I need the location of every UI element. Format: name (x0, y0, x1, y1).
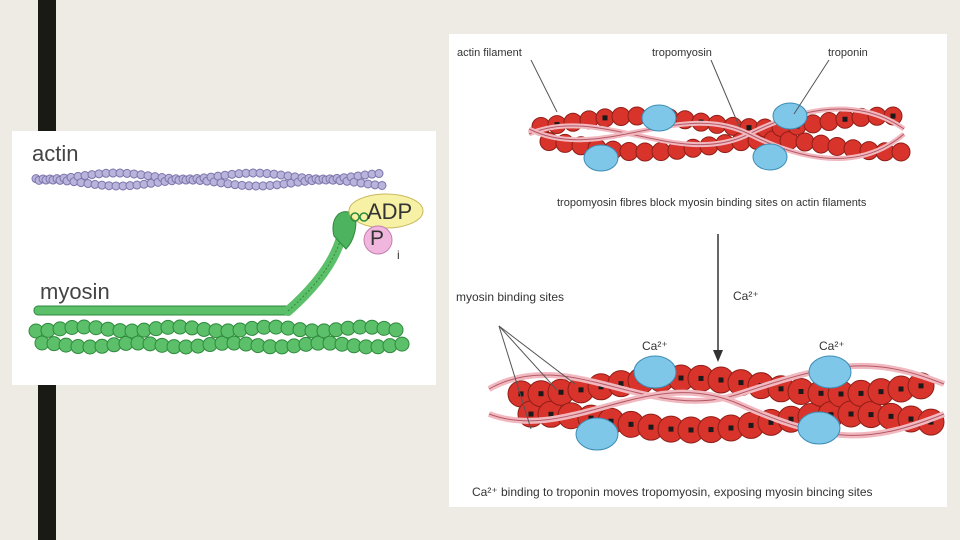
phosphate-subscript: i (397, 248, 400, 262)
binding-site-mark (768, 419, 774, 425)
actin-monomer (827, 136, 847, 156)
pointer-binding-site-1 (498, 325, 558, 391)
actin-monomer (651, 142, 671, 162)
actin-monomer (819, 112, 839, 132)
actin-filament (31, 168, 387, 191)
binding-site-mark (868, 412, 874, 418)
binding-site-mark (888, 413, 894, 419)
label-troponin: troponin (828, 47, 868, 59)
binding-site-mark (618, 381, 624, 387)
pointer-binding-site-3 (498, 325, 576, 385)
adp-label: ADP (367, 199, 413, 224)
binding-site-mark (678, 375, 684, 381)
actin-monomer (811, 134, 831, 154)
troponin-top-2 (772, 102, 808, 130)
ca-label-1: Ca²⁺ (642, 339, 668, 353)
binding-site-mark (918, 383, 924, 389)
binding-site-mark (528, 411, 534, 417)
troponin-top-3 (583, 144, 619, 172)
pointer-actin (530, 59, 558, 113)
binding-site-mark (746, 125, 752, 131)
label-myosin-binding-sites: myosin binding sites (456, 290, 565, 304)
binding-site-mark (748, 422, 754, 428)
actin-monomer (611, 107, 631, 127)
binding-site-mark (708, 427, 714, 433)
actin-monomer (795, 132, 815, 152)
pointer-tropomyosin (710, 59, 740, 127)
troponin-bottom-4 (797, 411, 841, 445)
troponin-bottom-2 (808, 355, 852, 389)
binding-site-mark (798, 388, 804, 394)
actin-myosin-diagram: actin myosin ADP P i (12, 131, 436, 385)
binding-site-mark (538, 391, 544, 397)
phosphate-label: P (370, 227, 385, 250)
troponin-top-4 (752, 143, 788, 171)
binding-site-mark (668, 426, 674, 432)
actin-bead (374, 169, 384, 179)
binding-site-mark (648, 424, 654, 430)
thin-filament-illustration (487, 59, 946, 451)
actin-monomer (891, 142, 911, 162)
myosin-bead (394, 336, 410, 352)
binding-site-mark (738, 380, 744, 386)
ca-label-2: Ca²⁺ (819, 339, 845, 353)
binding-site-mark (602, 115, 608, 121)
troponin-bottom-1 (633, 355, 677, 389)
phosphate-bubble (363, 225, 393, 255)
binding-site-mark (598, 384, 604, 390)
troponin-tropomyosin-diagram: actin filament tropomyosin troponin trop… (449, 34, 947, 507)
actin-myosin-illustration (28, 168, 424, 355)
arrow-ca-label: Ca²⁺ (733, 289, 759, 303)
top-caption: tropomyosin fibres block myosin binding … (557, 197, 867, 209)
binding-site-mark (548, 411, 554, 417)
actin-label: actin (32, 141, 79, 166)
pointer-binding-site-2 (498, 325, 532, 430)
actin-monomer (619, 141, 639, 161)
binding-site-mark (788, 416, 794, 422)
binding-site-mark (518, 391, 524, 397)
bottom-caption: Ca²⁺ binding to troponin moves tropomyos… (472, 485, 873, 499)
binding-site-mark (908, 416, 914, 422)
binding-site-mark (718, 377, 724, 383)
binding-site-mark (558, 389, 564, 395)
binding-site-mark (578, 387, 584, 393)
binding-site-mark (842, 116, 848, 122)
myosin-label: myosin (40, 279, 110, 304)
actin-bead (377, 180, 387, 190)
binding-site-mark (848, 411, 854, 417)
binding-site-mark (728, 425, 734, 431)
binding-site-mark (878, 389, 884, 395)
label-actin-filament: actin filament (457, 47, 522, 59)
binding-site-mark (778, 386, 784, 392)
binding-site-mark (608, 418, 614, 424)
troponin-bottom-3 (575, 417, 619, 451)
myosin-filament (28, 211, 410, 355)
pointer-troponin (793, 59, 830, 115)
binding-site-mark (838, 391, 844, 397)
binding-site-mark (898, 386, 904, 392)
binding-site-mark (698, 375, 704, 381)
myosin-bead (388, 322, 404, 338)
binding-site-mark (890, 113, 896, 119)
binding-site-mark (628, 421, 634, 427)
actin-monomer (635, 142, 655, 162)
actin-monomer (563, 112, 583, 132)
binding-site-mark (818, 390, 824, 396)
label-tropomyosin: tropomyosin (652, 47, 712, 59)
binding-site-mark (858, 390, 864, 396)
binding-site-mark (688, 427, 694, 433)
troponin-top-1 (641, 104, 677, 132)
